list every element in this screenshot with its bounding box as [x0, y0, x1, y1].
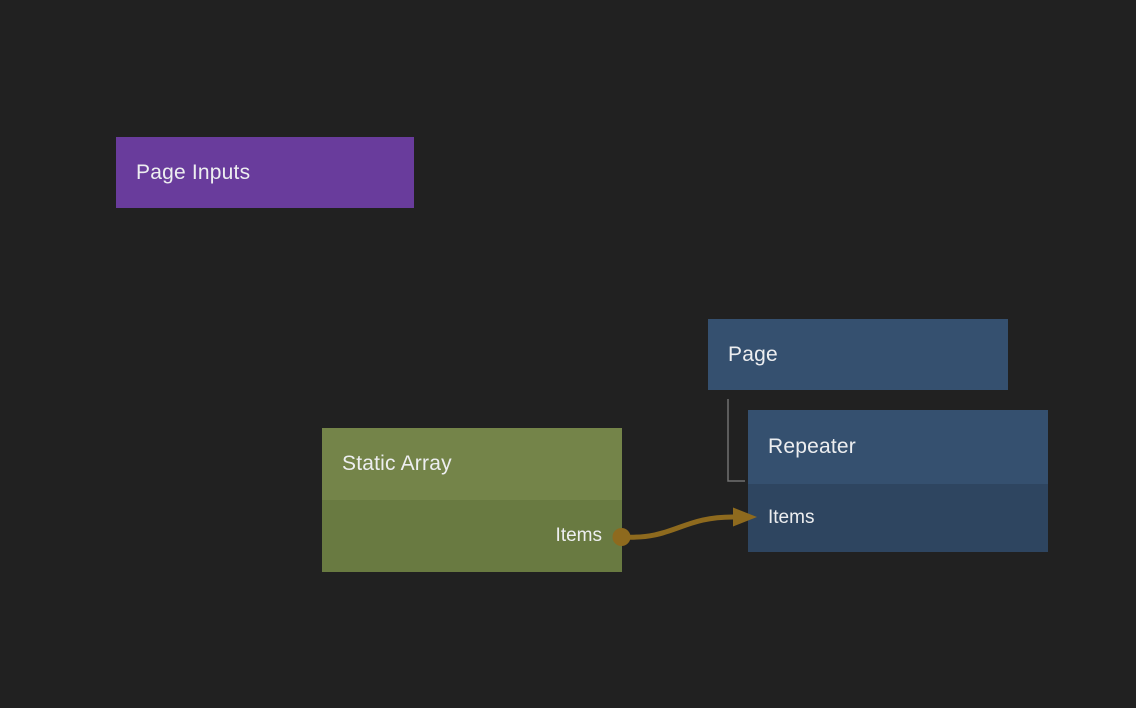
page-repeater-hierarchy-connector	[727, 399, 745, 482]
node-static-array-header[interactable]: Static Array	[322, 428, 622, 500]
node-page-inputs-title: Page Inputs	[136, 160, 251, 184]
node-static-array-output-items-label: Items	[555, 525, 602, 546]
node-static-array-title: Static Array	[342, 452, 452, 475]
node-page-inputs[interactable]: Page Inputs	[116, 137, 414, 208]
node-static-array-output-items[interactable]: Items	[322, 500, 622, 572]
items-connection-edge[interactable]	[619, 514, 739, 540]
node-repeater-title: Repeater	[768, 435, 856, 458]
node-static-array[interactable]: Static Array Items	[322, 428, 622, 572]
node-page[interactable]: Page	[708, 319, 1008, 390]
node-repeater[interactable]: Repeater Items	[748, 410, 1048, 552]
node-repeater-header[interactable]: Repeater	[748, 410, 1048, 484]
node-repeater-input-items-label: Items	[768, 507, 815, 528]
node-page-title: Page	[728, 342, 778, 366]
node-page-header[interactable]: Page	[708, 319, 1008, 390]
node-page-inputs-header[interactable]: Page Inputs	[116, 137, 414, 208]
node-repeater-input-items[interactable]: Items	[748, 484, 1048, 552]
